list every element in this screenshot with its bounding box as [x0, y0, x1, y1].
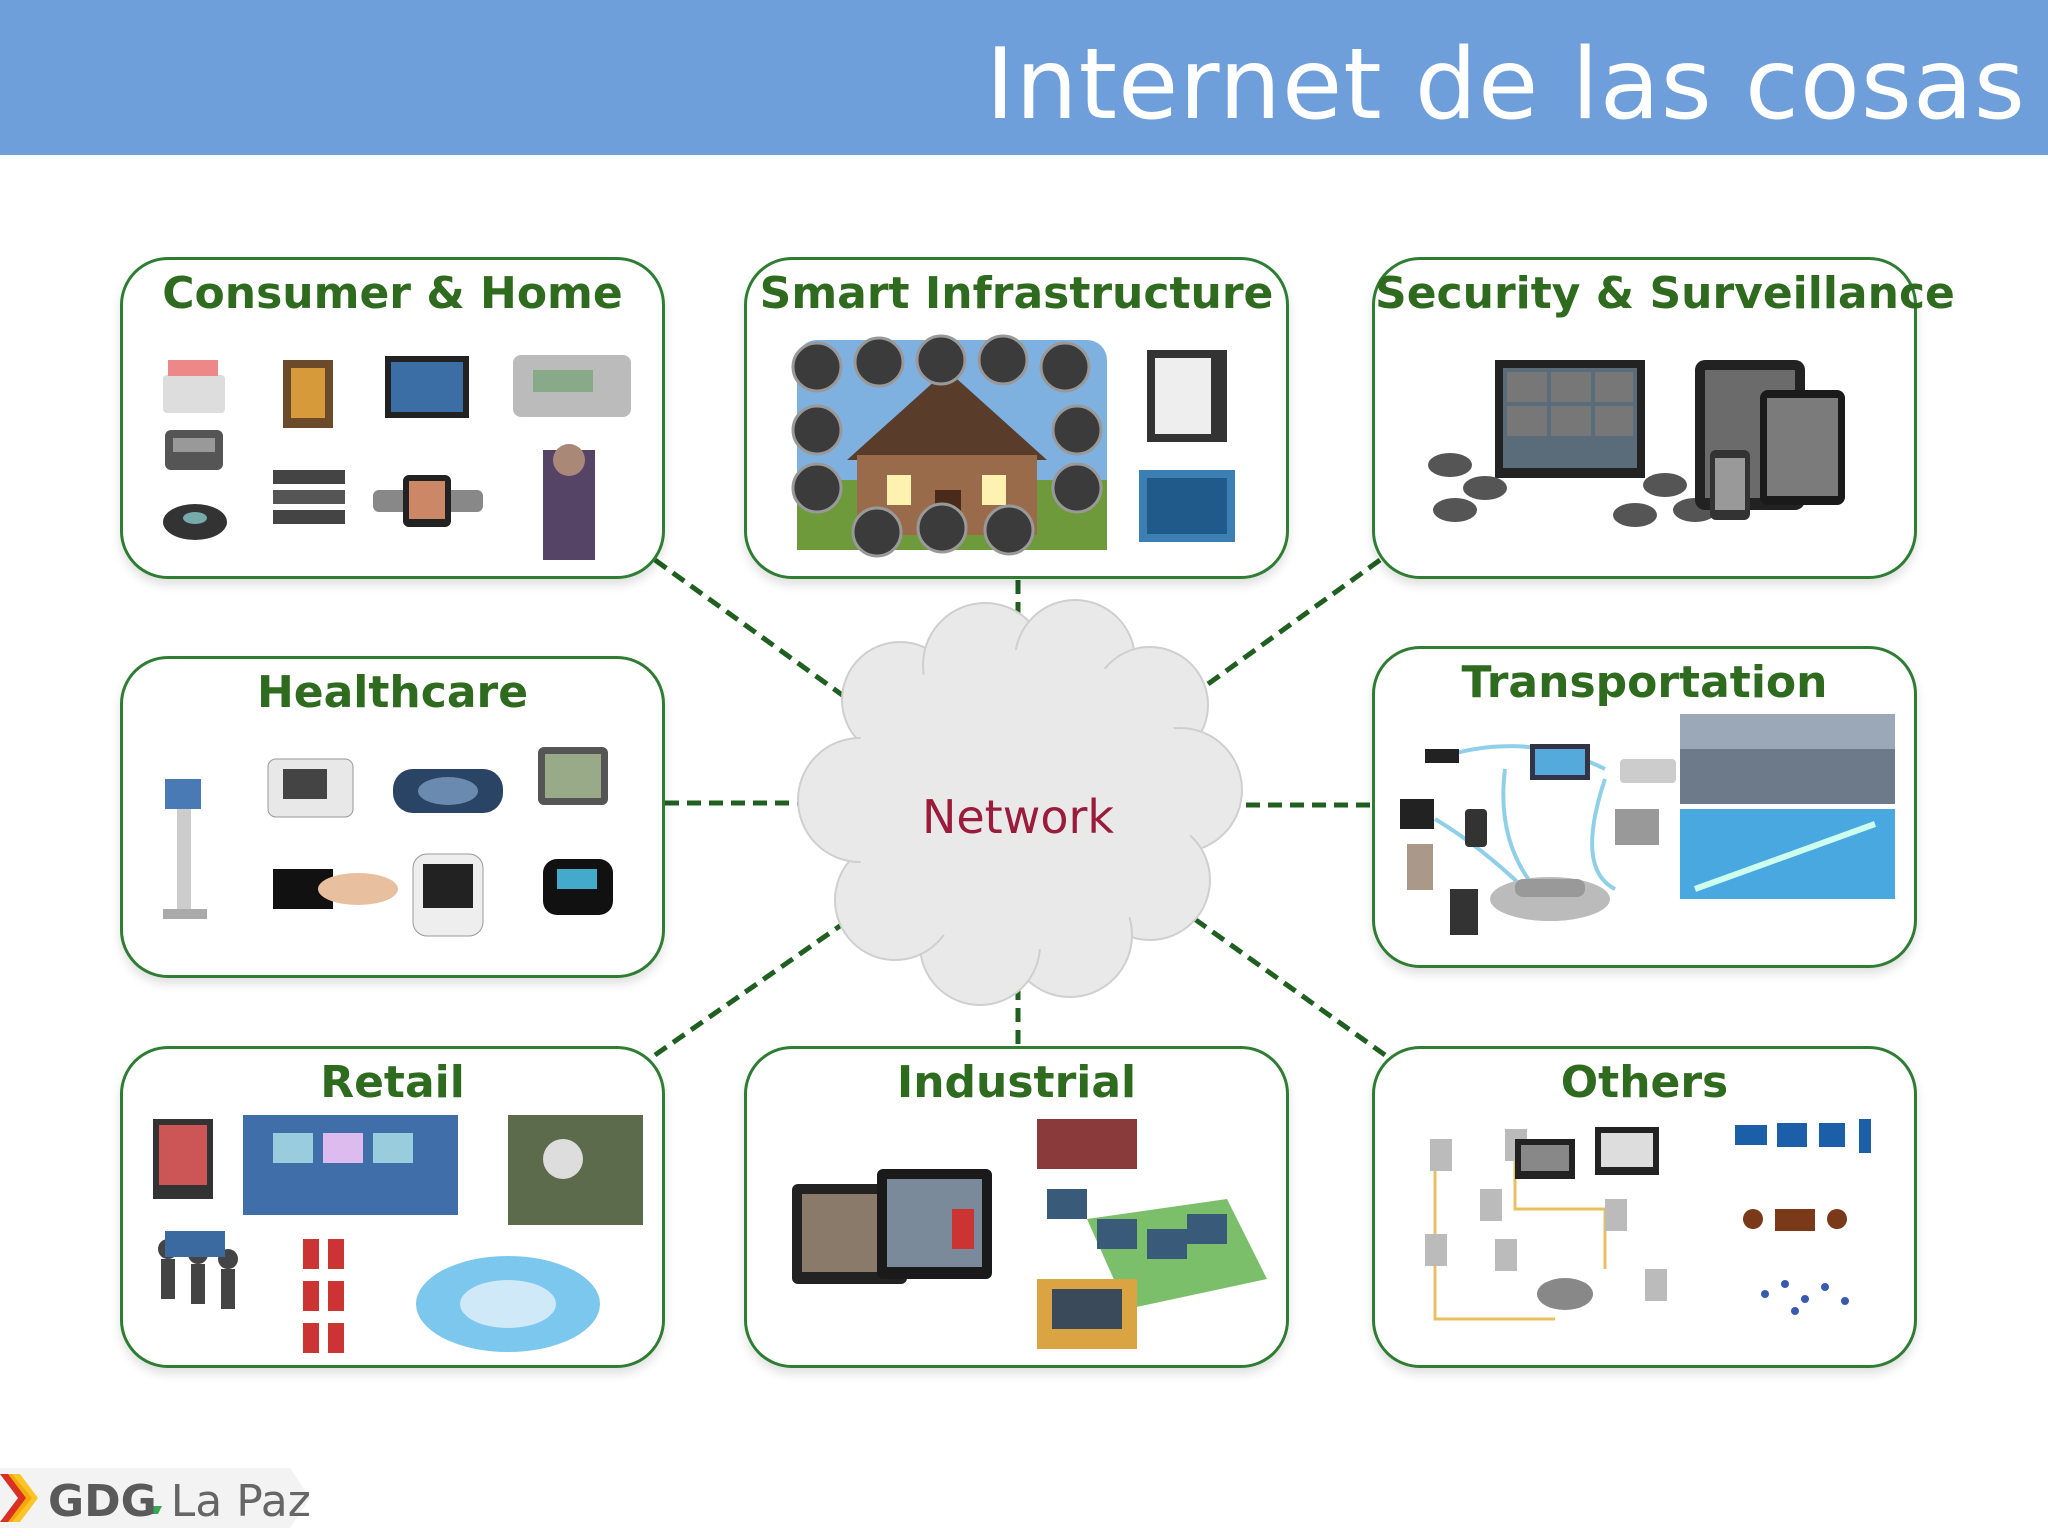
title-bar: Internet de las cosas	[0, 0, 2048, 155]
consumer-devices-illustration	[163, 355, 631, 560]
panel-title: Transportation	[1461, 657, 1828, 708]
footer-brand-city: La Paz	[170, 1476, 311, 1527]
panel-security-surveillance: Security & Surveillance	[1372, 257, 1955, 579]
link-retail	[653, 902, 872, 1058]
panel-consumer-home: Consumer & Home	[120, 257, 665, 579]
panel-transportation: Transportation	[1372, 646, 1917, 968]
others-illustration	[1425, 1119, 1871, 1321]
link-others	[1173, 902, 1387, 1058]
panel-industrial: Industrial	[744, 1046, 1289, 1368]
panel-title: Others	[1560, 1057, 1729, 1108]
panel-healthcare: Healthcare	[120, 656, 665, 978]
panel-title: Security & Surveillance	[1375, 268, 1955, 319]
panel-title: Retail	[320, 1057, 465, 1108]
healthcare-devices-illustration	[163, 747, 613, 937]
panel-smart-infrastructure: Smart Infrastructure	[744, 257, 1289, 579]
network-label: Network	[921, 790, 1115, 844]
surveillance-illustration	[1428, 360, 1845, 527]
panel-retail: Retail	[120, 1046, 665, 1368]
panel-title: Industrial	[896, 1057, 1137, 1108]
footer-brand: GDG La Paz	[48, 1476, 311, 1527]
panel-title: Smart Infrastructure	[759, 268, 1274, 319]
industrial-illustration	[792, 1119, 1267, 1349]
panel-title: Consumer & Home	[162, 268, 623, 319]
panel-others: Others	[1372, 1046, 1917, 1368]
link-consumer	[653, 557, 872, 718]
footer-brand-gdg: GDG	[48, 1476, 157, 1527]
smart-house-illustration	[791, 334, 1235, 558]
retail-illustration	[153, 1115, 643, 1353]
slide-title: Internet de las cosas	[985, 28, 2026, 142]
gdg-logo	[0, 1468, 310, 1528]
network-cloud	[797, 599, 1243, 1006]
panel-title: Healthcare	[256, 667, 529, 718]
transportation-illustration	[1400, 714, 1895, 935]
